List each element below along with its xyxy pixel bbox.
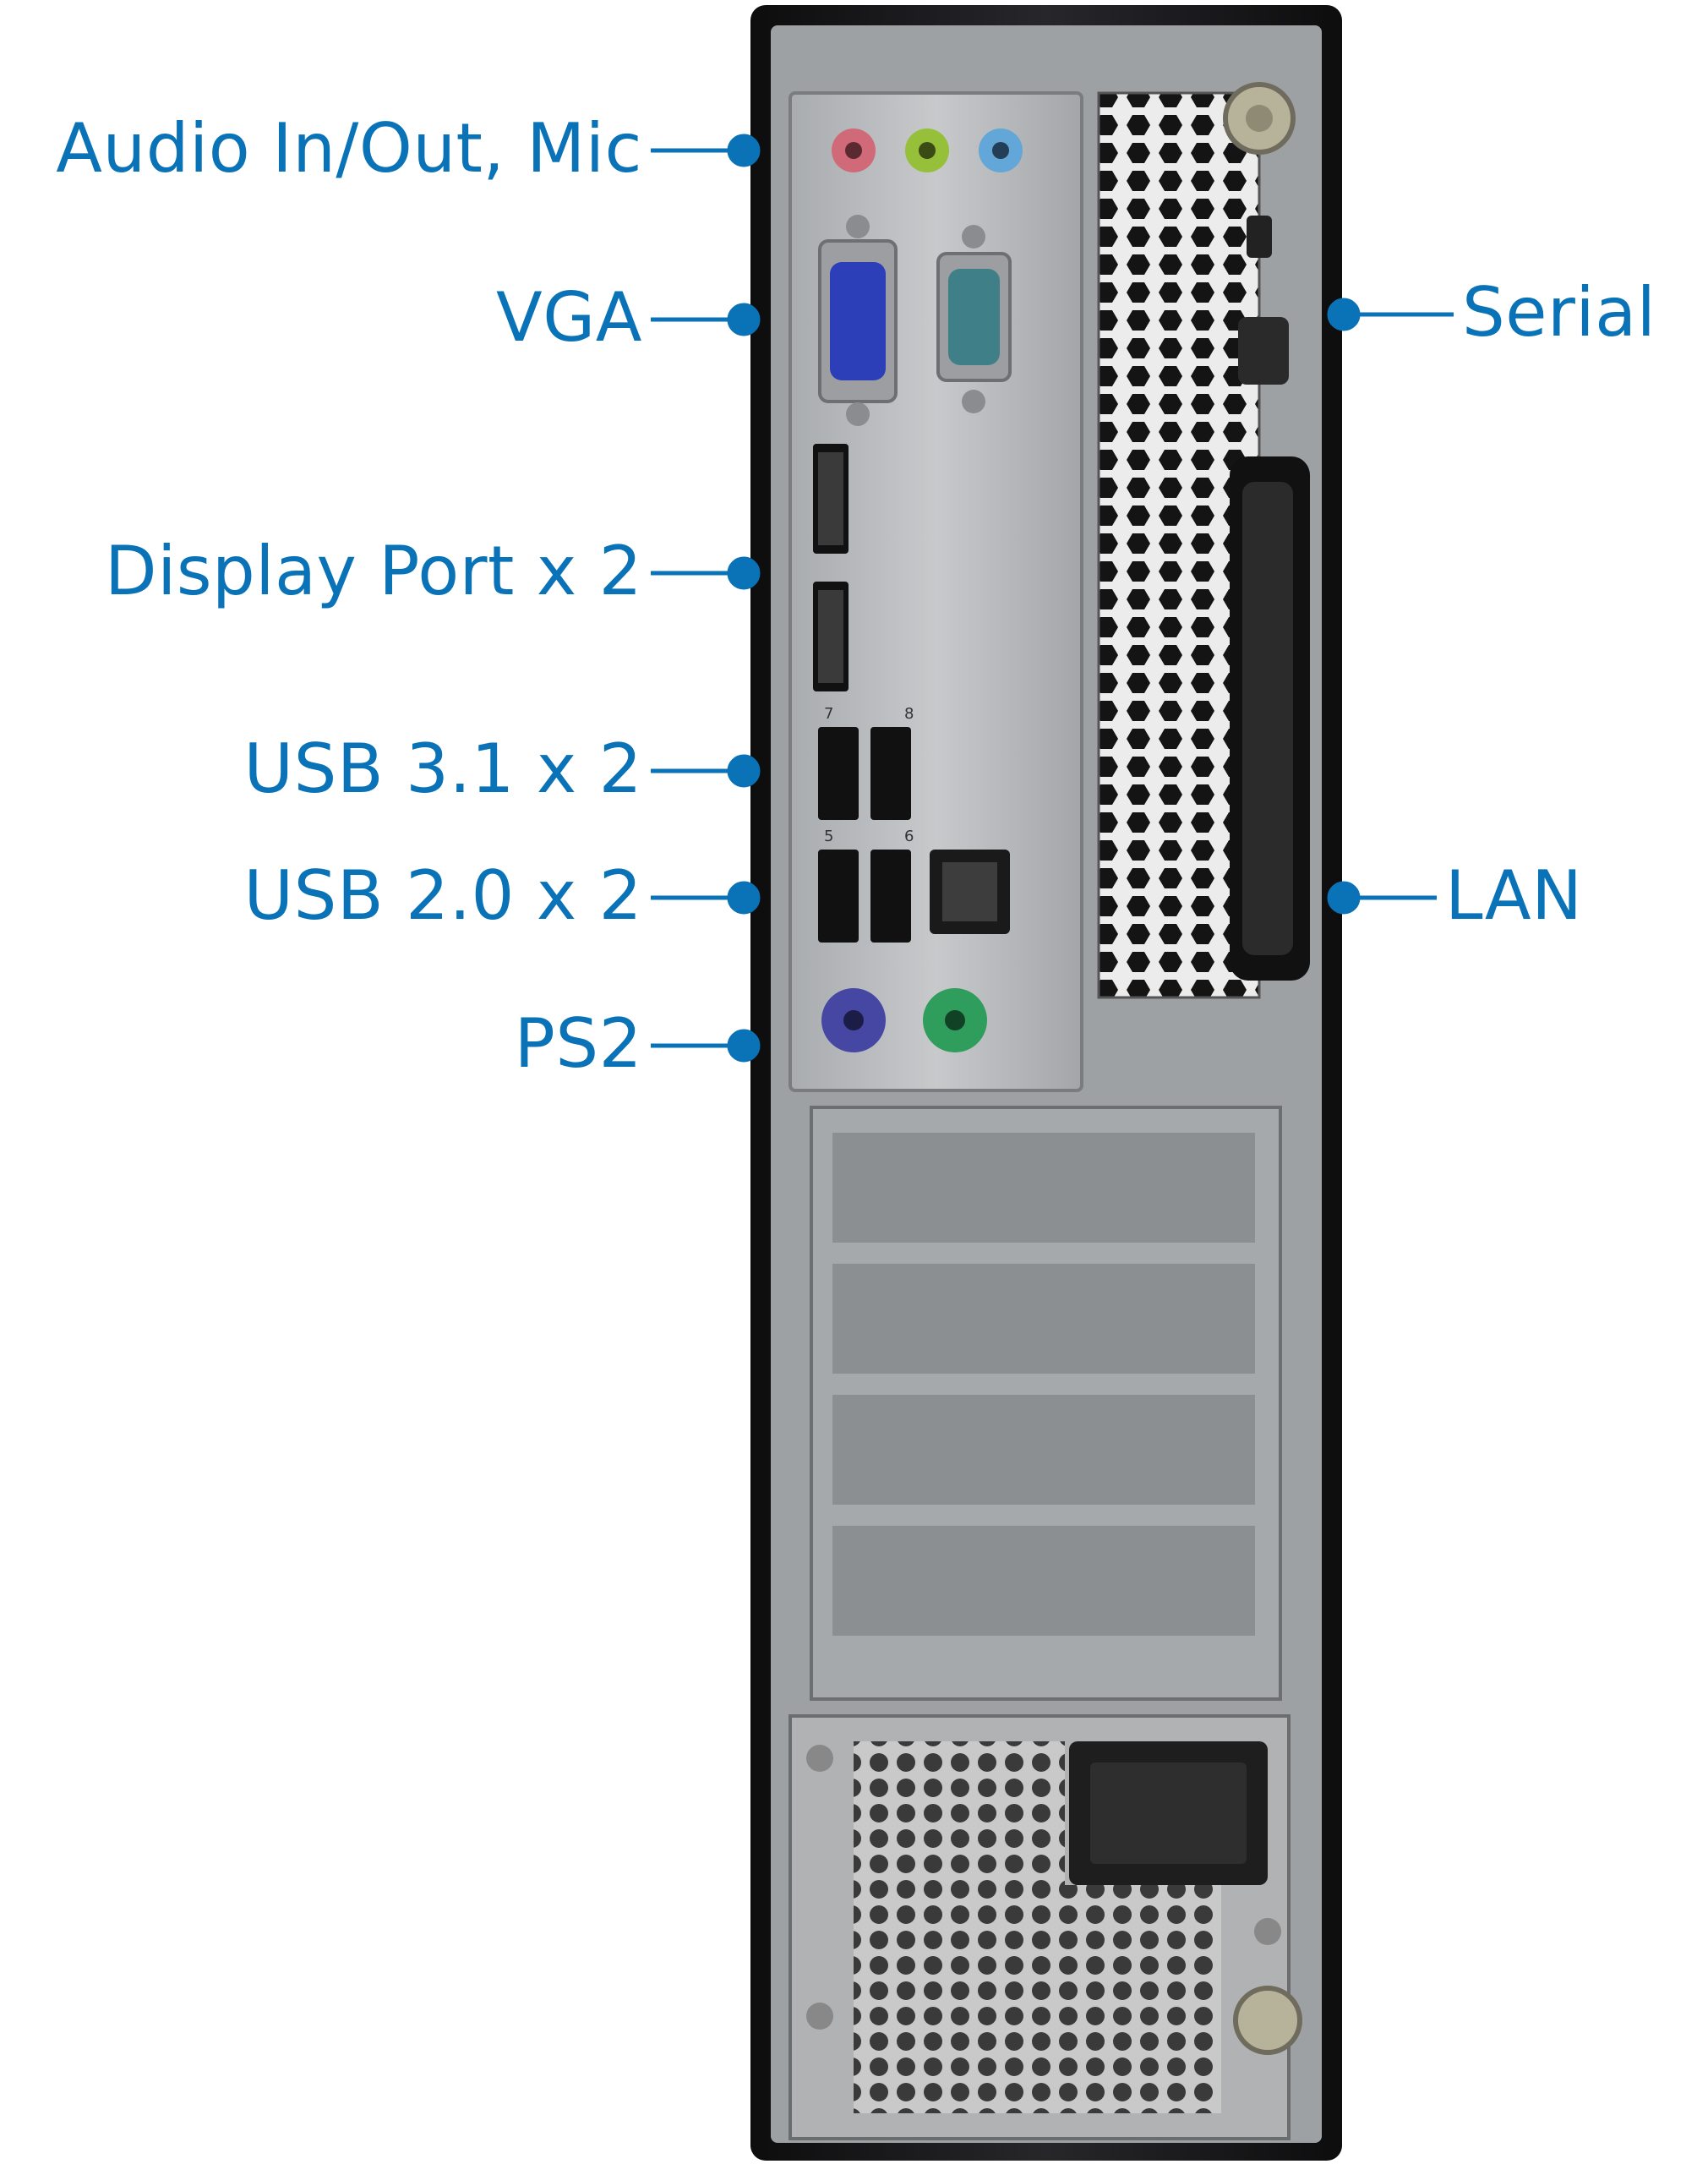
label-vga: VGA [496, 278, 642, 357]
vga-port [818, 215, 898, 426]
label-usb31: USB 3.1 x 2 [243, 730, 642, 808]
ps2-ports [821, 988, 987, 1052]
usb20-ports [818, 850, 911, 943]
label-displayport: Display Port x 2 [104, 532, 642, 610]
thumbscrew-bottom [1233, 1986, 1302, 2055]
lan-port [930, 850, 1010, 934]
displayport-ports [813, 444, 849, 691]
usb20-right-number: 6 [904, 828, 914, 845]
usb20-left-number: 5 [824, 828, 833, 845]
label-audio: Audio In/Out, Mic [56, 109, 642, 188]
audio-jacks [832, 128, 1023, 172]
serial-port [936, 225, 1012, 413]
label-ps2: PS2 [514, 1004, 642, 1083]
usb31-right-number: 8 [904, 705, 914, 723]
lock-loop [1238, 317, 1289, 385]
usb31-left-number: 7 [824, 705, 833, 723]
lock-slot [1247, 216, 1272, 258]
power-supply [789, 1714, 1302, 2140]
expansion-slots [810, 1106, 1282, 1701]
label-lan: LAN [1445, 856, 1583, 935]
label-serial: Serial [1462, 273, 1656, 352]
usb31-ports [818, 727, 911, 820]
callout-leaders [651, 134, 1454, 1063]
label-usb20: USB 2.0 x 2 [243, 856, 642, 935]
